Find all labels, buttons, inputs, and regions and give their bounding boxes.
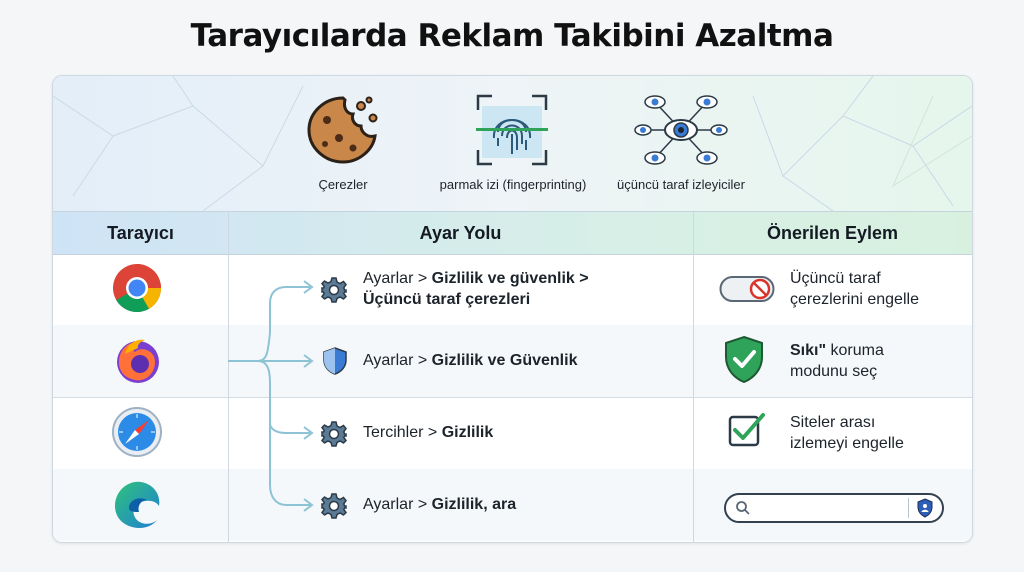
checkbox-checked-icon [728,413,765,447]
action-chrome: Üçüncü taraf çerezlerini engelle [790,270,919,308]
path-safari: Tercihler > Gizlilik [363,424,494,441]
path-arrows [228,280,314,512]
chrome-logo-icon [113,264,161,313]
gear-icon [321,277,347,303]
fingerprint-icon [476,94,548,166]
path-firefox: Ayarlar > Gizlilik ve Güvenlik [363,352,578,369]
column-divider [228,211,229,542]
edge-logo-icon [115,481,160,528]
table-header: Tarayıcı Ayar Yolu Önerilen Eylem [53,211,972,255]
shield-icon [323,347,347,375]
column-divider [693,211,694,542]
header-browser: Tarayıcı [107,223,174,243]
threat-label-cookies: Çerezler [318,177,368,192]
network-pattern [53,76,972,211]
action-firefox: Sıkı" koruma modunu seç [790,342,884,380]
firefox-logo-icon [117,339,159,383]
threats-banner: Çerezler parmak izi (fingerprinting) [53,76,972,211]
search-divider [908,498,909,518]
blocked-toggle-icon [719,276,775,302]
check-shield-icon [725,335,763,384]
threat-label-trackers: üçüncü taraf izleyiciler [617,177,745,192]
action-safari: Siteler arası izlemeyi engelle [790,414,904,452]
gear-icon [321,493,347,519]
gear-icon [321,421,347,447]
path-chrome: Ayarlar > Gizlilik ve güvenlik > Üçüncü … [363,270,589,308]
safari-logo-icon [112,407,162,457]
threat-label-fingerprint: parmak izi (fingerprinting) [439,177,587,192]
header-path: Ayar Yolu [419,223,502,243]
search-input[interactable] [724,493,944,523]
cookie-icon [307,96,378,164]
search-icon [736,501,750,515]
header-action: Önerilen Eylem [766,223,899,243]
path-edge: Ayarlar > Gizlilik, ara [363,496,517,513]
table-row-firefox [53,325,972,398]
page-title: Tarayıcılarda Reklam Takibini Azaltma [190,18,834,54]
privacy-shield-icon[interactable] [916,498,934,518]
tracker-eyes-icon [634,95,728,165]
info-card: Çerezler parmak izi (fingerprinting) [52,75,973,543]
